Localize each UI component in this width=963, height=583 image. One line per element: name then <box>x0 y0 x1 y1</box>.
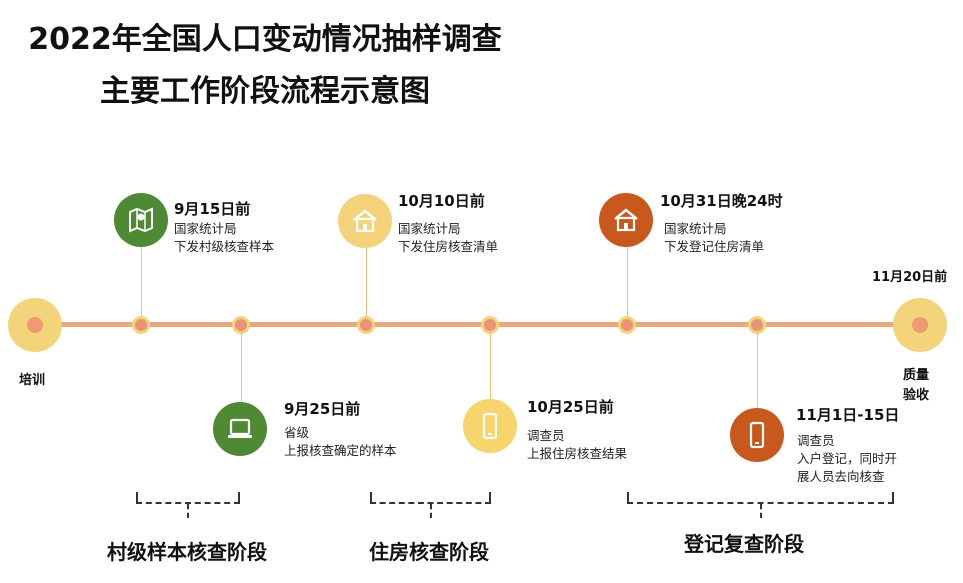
phone-icon <box>463 399 517 453</box>
milestone-action: 下发登记住房清单 <box>664 239 765 254</box>
milestone-stem <box>490 332 491 400</box>
milestone-actor: 国家统计局 <box>398 221 461 236</box>
milestone-action: 入户登记，同时开 <box>797 451 898 466</box>
end-label-line1: 质量 <box>903 368 930 383</box>
milestone-date: 9月25日前 <box>284 400 361 418</box>
phone-icon <box>730 408 784 462</box>
end-node <box>893 298 947 352</box>
milestone-date: 10月10日前 <box>398 192 485 210</box>
milestone-actor: 国家统计局 <box>174 221 237 236</box>
milestone-action: 上报核查确定的样本 <box>284 443 397 458</box>
phase-bracket-tick <box>430 504 432 518</box>
milestone-actor: 调查员 <box>797 433 835 448</box>
phase-label: 村级样本核查阶段 <box>107 540 267 564</box>
milestone-action-cont: 展人员去向核查 <box>797 469 885 484</box>
milestone-stem <box>241 332 242 402</box>
milestone-stem <box>757 332 758 408</box>
milestone-actor: 国家统计局 <box>664 221 727 236</box>
start-label: 培训 <box>19 373 46 388</box>
phase-bracket <box>370 492 491 504</box>
map-icon <box>114 193 168 247</box>
milestone-date: 10月25日前 <box>527 398 614 416</box>
house-icon <box>338 194 392 248</box>
start-node <box>8 298 62 352</box>
phase-bracket <box>136 492 240 504</box>
milestone-stem <box>141 245 142 321</box>
end-label-line2: 验收 <box>903 388 930 403</box>
milestone-action: 上报住房核查结果 <box>527 446 628 461</box>
phase-label: 登记复查阶段 <box>684 532 804 556</box>
milestone-date: 9月15日前 <box>174 200 251 218</box>
timeline-dot <box>357 316 375 334</box>
milestone-action: 下发村级核查样本 <box>174 239 275 254</box>
diagram-title-line1: 2022年全国人口变动情况抽样调查 <box>28 22 502 57</box>
timeline-dot <box>618 316 636 334</box>
milestone-stem <box>366 248 367 321</box>
timeline-axis <box>30 322 920 327</box>
computer-icon <box>213 402 267 456</box>
milestone-action: 下发住房核查清单 <box>398 239 499 254</box>
milestone-actor: 省级 <box>284 425 310 440</box>
milestone-actor: 调查员 <box>527 428 565 443</box>
milestone-stem <box>627 247 628 321</box>
milestone-date: 11月1日-15日 <box>796 406 900 424</box>
phase-label: 住房核查阶段 <box>369 540 489 564</box>
phase-bracket-tick <box>760 504 762 518</box>
milestone-date: 10月31日晚24时 <box>660 192 783 210</box>
end-date: 11月20日前 <box>872 270 948 285</box>
timeline-dot <box>132 316 150 334</box>
diagram-title-line2: 主要工作阶段流程示意图 <box>100 74 430 109</box>
house-icon <box>599 193 653 247</box>
phase-bracket-tick <box>187 504 189 518</box>
phase-bracket <box>627 492 894 504</box>
